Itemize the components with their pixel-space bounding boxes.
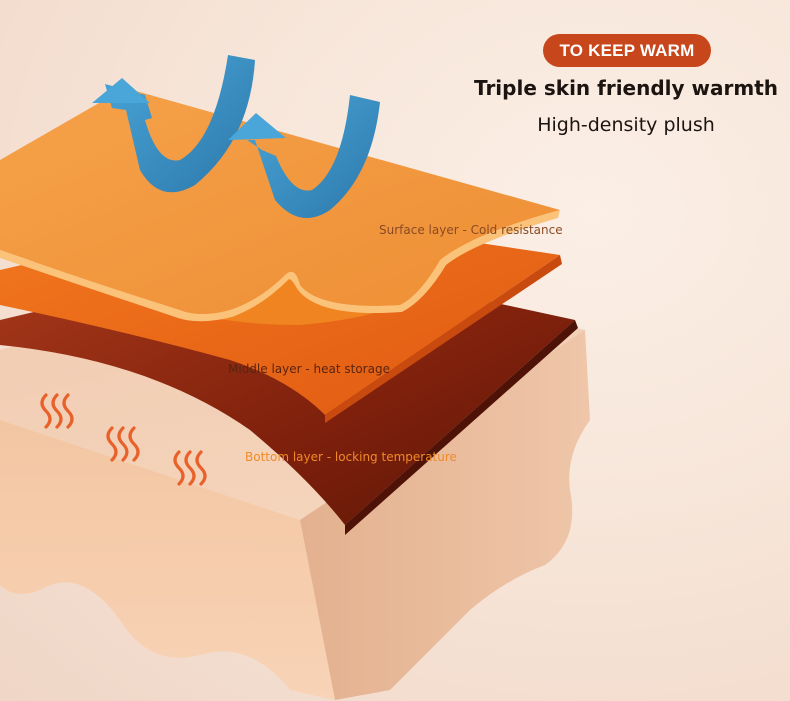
airflow-arrow-left — [105, 55, 255, 193]
bottom-layer-edge — [345, 320, 578, 535]
headline: Triple skin friendly warmth — [474, 76, 778, 100]
surface-layer-rim — [0, 210, 560, 322]
heat-wave-icon — [106, 426, 140, 462]
warmth-badge: TO KEEP WARM — [543, 34, 711, 67]
middle-layer-label: Middle layer - heat storage — [228, 362, 390, 376]
airflow-arrow-icon — [228, 95, 380, 218]
bottom-layer-label: Bottom layer - locking temperature — [245, 450, 457, 464]
heat-wave-icon — [173, 450, 207, 486]
airflow-arrow-icon — [92, 55, 255, 193]
airflow-arrow-left-head — [92, 78, 150, 103]
middle-layer-edge — [325, 255, 562, 423]
airflow-arrow-right — [247, 95, 380, 218]
airflow-arrow-right-head — [228, 113, 286, 140]
heat-wave-icon — [40, 393, 74, 429]
skin-front-face — [0, 420, 335, 700]
subheadline: High-density plush — [537, 114, 715, 136]
skin-side-face — [300, 330, 590, 700]
surface-layer-label: Surface layer - Cold resistance — [379, 223, 563, 237]
